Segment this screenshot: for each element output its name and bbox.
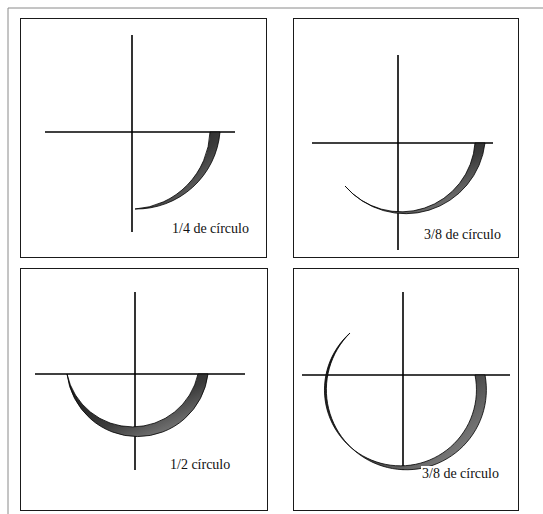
curvature-label: 3/8 de círculo xyxy=(421,466,500,481)
curvature-label: 3/8 de círculo xyxy=(423,227,502,242)
curvature-label: 1/4 de círculo xyxy=(171,221,250,236)
diagram-panel: 1/2 círculo xyxy=(20,268,268,511)
diagram-panel: 1/4 de círculo xyxy=(20,18,267,258)
diagram-panel: 3/8 de círculo xyxy=(293,18,519,258)
needle-curve xyxy=(67,132,486,470)
outer-frame xyxy=(8,8,543,514)
diagram-panel: 3/8 de círculo xyxy=(293,268,519,511)
axis-cross xyxy=(35,35,510,470)
curvature-label: 1/2 círculo xyxy=(169,457,231,472)
